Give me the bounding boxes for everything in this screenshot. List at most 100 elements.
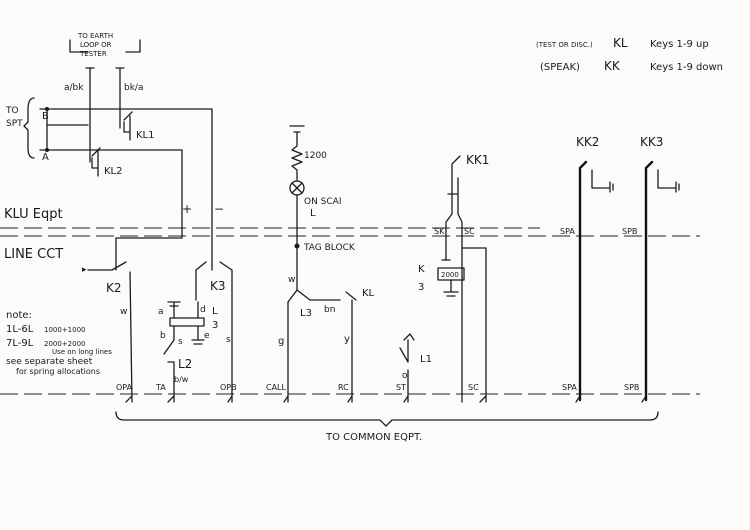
label-on-scai: ON SCAI <box>304 197 342 207</box>
bottom-bracket <box>115 411 659 427</box>
terminal-tags <box>125 395 647 403</box>
kk3-earth <box>657 169 680 193</box>
legend-kk-name: KK <box>604 59 621 73</box>
label-l3: L3 <box>300 308 312 319</box>
spt-brace <box>23 97 35 159</box>
note: note: 1L-6L 1000+1000 7L-9L 2000+2000 Us… <box>6 310 112 376</box>
note-title: note: <box>6 310 32 321</box>
note-line2-val: 2000+2000 <box>44 340 86 348</box>
label-r1200: 1200 <box>304 151 327 161</box>
k2-contact <box>87 261 133 403</box>
label-k3-top: K <box>418 264 425 275</box>
resistor-1200 <box>291 139 303 181</box>
note-line1: 1L-6L <box>6 324 34 335</box>
label-k3-bot: 3 <box>418 282 424 293</box>
section-dividers <box>0 227 700 395</box>
call-section: 1200 ON SCAI L TAG BLOCK w KL bn L3 g y <box>278 125 375 403</box>
label-wo: w <box>288 275 295 285</box>
earth-note-3: TESTER <box>79 50 107 58</box>
kk2-spring <box>578 160 588 402</box>
label-dbk: a/bk <box>64 83 84 93</box>
label-y: y <box>344 334 350 345</box>
label-spring-b: b <box>160 331 166 341</box>
label-l3-bot: 3 <box>212 320 218 331</box>
terminal-row: OPA TA OPB CALL RC ST SC SPA SPB <box>116 383 647 403</box>
label-bka: bk/a <box>124 83 143 93</box>
l3-leads <box>173 301 199 341</box>
note-line2: 7L-9L <box>6 338 34 349</box>
label-spb: SPB <box>622 227 637 236</box>
kk1-section: KK1 SK SC K 3 2000 <box>418 153 489 403</box>
label-spt: SPT <box>6 119 23 129</box>
terminal-sc: SC <box>468 383 479 392</box>
terminal-opb: OPB <box>220 383 237 392</box>
earth-note-2: LOOP OR <box>80 41 112 49</box>
label-sk: SK <box>434 227 445 236</box>
wire-a-line <box>39 149 183 209</box>
label-kl: KL <box>362 288 375 299</box>
spt-section: TO EARTH LOOP OR TESTER TO SPT B A a/bk … <box>5 32 224 216</box>
label-l2: L2 <box>178 357 192 371</box>
label-kl1: KL1 <box>136 130 155 141</box>
label-s2: s <box>226 335 231 345</box>
kl-contact <box>287 289 357 303</box>
note-line3: Use on long lines <box>52 348 112 356</box>
kk1-wire-sc <box>457 177 463 403</box>
kk1-spring-1 <box>447 155 461 195</box>
label-to: TO <box>5 106 19 116</box>
label-kk2: KK2 <box>576 135 599 149</box>
terminal-spb: SPB <box>624 383 639 392</box>
l2-contact <box>163 325 175 403</box>
k3-contact <box>195 261 233 403</box>
l1-contact <box>399 333 415 363</box>
label-b: B <box>42 111 49 122</box>
kk2-section: KK2 SPA <box>560 135 614 402</box>
label-kk3: KK3 <box>640 135 663 149</box>
legend: (TEST OR DISC.) KL Keys 1-9 up (SPEAK) K… <box>536 36 723 73</box>
note-line5: for spring allocations <box>16 367 100 376</box>
label-minus: − <box>214 202 224 216</box>
relay-earth <box>443 279 459 297</box>
label-w1: w <box>120 307 127 317</box>
wire-call-rc <box>287 299 353 403</box>
label-o: o <box>402 371 408 381</box>
legend-kl-desc: Keys 1-9 up <box>650 39 709 50</box>
label-k3: K3 <box>210 279 226 293</box>
kk3-spring <box>644 160 654 402</box>
kk1-wire-sk <box>445 193 453 261</box>
k2-k3-section: ▸ K2 w K3 s a d L 3 b e s L2 b/w <box>82 207 233 403</box>
kk3-section: KK3 SPB <box>622 135 680 402</box>
earth-bracket <box>69 39 141 53</box>
terminal-opa: OPA <box>116 383 133 392</box>
earth-note-1: TO EARTH <box>77 32 113 40</box>
label-spring-a: a <box>158 307 164 317</box>
note-line1-val: 1000+1000 <box>44 326 86 334</box>
label-l-small: L <box>310 208 316 219</box>
label-spring-e: e <box>204 331 210 341</box>
kl2-contact <box>91 147 101 177</box>
battery <box>289 125 305 141</box>
spt-bridge <box>46 108 89 151</box>
wire-plus <box>115 207 183 271</box>
terminal-ta: TA <box>155 383 166 392</box>
kl1-contact <box>123 111 133 141</box>
label-spring-d: d <box>200 305 206 315</box>
l3-earth <box>167 301 181 307</box>
label-a: A <box>42 152 49 163</box>
legend-kl-prefix: (TEST OR DISC.) <box>536 41 593 49</box>
wire-test-lines <box>89 67 121 163</box>
label-sc: SC <box>464 227 475 236</box>
label-g: g <box>278 336 284 347</box>
terminal-st: ST <box>396 383 406 392</box>
legend-kk-prefix: (SPEAK) <box>540 62 580 73</box>
terminal-call: CALL <box>266 383 287 392</box>
label-k2: K2 <box>106 281 122 295</box>
kk1-sc-branch <box>461 247 487 403</box>
label-kl2: KL2 <box>104 166 123 177</box>
k2-tag: ▸ <box>82 265 87 275</box>
legend-kl-name: KL <box>613 36 628 50</box>
label-line-cct: LINE CCT <box>4 247 63 262</box>
label-tag-block: TAG BLOCK <box>303 243 356 253</box>
